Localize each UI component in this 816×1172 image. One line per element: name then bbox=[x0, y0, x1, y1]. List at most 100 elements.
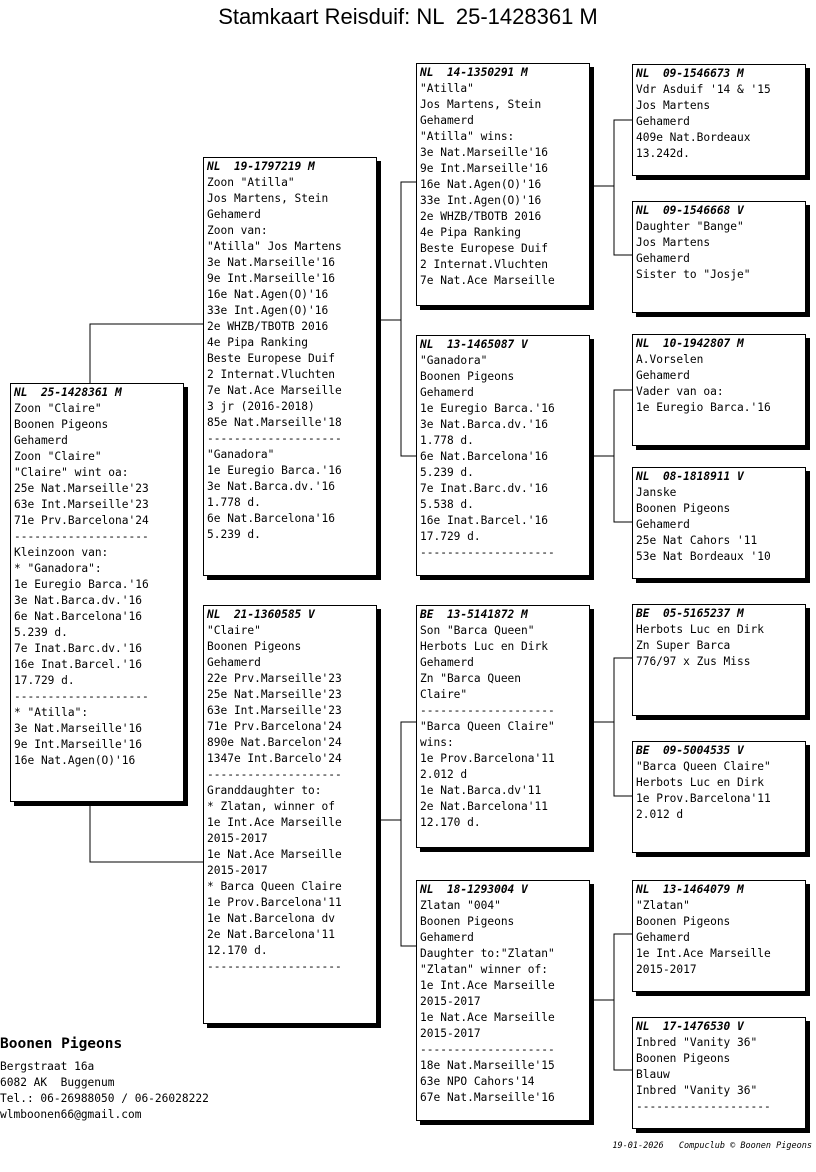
pedigree-card-mother-mother: NL 18-1293004 V Zlatan "004"Boonen Pigeo… bbox=[416, 880, 590, 1121]
card-line: 7e Inat.Barc.dv.'16 bbox=[14, 642, 142, 655]
card-line: 1e Nat.Ace Marseille bbox=[420, 1011, 555, 1024]
card-line: 3 jr (2016-2018) bbox=[207, 400, 315, 413]
card-line: Vdr Asduif '14 & '15 bbox=[636, 83, 771, 96]
card-line: Jos Martens, Stein bbox=[207, 192, 329, 205]
card-line: 12.170 d. bbox=[420, 816, 481, 829]
card-line: -------------------- bbox=[636, 1100, 771, 1113]
ring-number: NL 13-1464079 M bbox=[636, 883, 744, 896]
card-line: Zlatan "004" bbox=[420, 899, 501, 912]
card-line: "Claire" wint oa: bbox=[14, 466, 129, 479]
card-line: Herbots Luc en Dirk bbox=[636, 776, 764, 789]
card-line: Gehamerd bbox=[207, 656, 261, 669]
card-line: Gehamerd bbox=[420, 114, 474, 127]
card-line: 22e Prv.Marseille'23 bbox=[207, 672, 342, 685]
card-line: 6e Nat.Barcelona'16 bbox=[207, 512, 335, 525]
card-line: Granddaughter to: bbox=[207, 784, 322, 797]
card-line: 1e Int.Ace Marseille bbox=[207, 816, 342, 829]
card-line: Boonen Pigeons bbox=[14, 418, 109, 431]
card-line: 17.729 d. bbox=[420, 530, 481, 543]
card-line: 9e Int.Marseille'16 bbox=[207, 272, 335, 285]
card-line: 71e Prv.Barcelona'24 bbox=[207, 720, 342, 733]
card-line: 1e Int.Ace Marseille bbox=[636, 947, 771, 960]
card-line: 1.778 d. bbox=[207, 496, 261, 509]
card-line: 2e WHZB/TBOTB 2016 bbox=[207, 320, 329, 333]
card-line: Beste Europese Duif bbox=[420, 242, 548, 255]
card-line: 5.239 d. bbox=[207, 528, 261, 541]
card-line: Son "Barca Queen" bbox=[420, 624, 535, 637]
card-line: 13.242d. bbox=[636, 147, 690, 160]
card-line: Boonen Pigeons bbox=[636, 915, 731, 928]
card-line: 6e Nat.Barcelona'16 bbox=[14, 610, 142, 623]
connector-subject-parents bbox=[89, 323, 204, 863]
card-line: 7e Inat.Barc.dv.'16 bbox=[420, 482, 548, 495]
ring-number: BE 13-5141872 M bbox=[420, 608, 528, 621]
card-line: "Ganadora" bbox=[207, 448, 275, 461]
ring-number: NL 21-1360585 V bbox=[207, 608, 315, 621]
card-line: 890e Nat.Barcelon'24 bbox=[207, 736, 342, 749]
card-line: 1.778 d. bbox=[420, 434, 474, 447]
ring-number: NL 09-1546668 V bbox=[636, 204, 744, 217]
card-line: 1e Prov.Barcelona'11 bbox=[636, 792, 771, 805]
card-line: 3e Nat.Marseille'16 bbox=[207, 256, 335, 269]
card-line: 25e Nat Cahors '11 bbox=[636, 534, 758, 547]
card-line: 16e Inat.Barcel.'16 bbox=[420, 514, 548, 527]
breeder-name: Boonen Pigeons bbox=[0, 1036, 123, 1052]
ring-number: BE 05-5165237 M bbox=[636, 607, 744, 620]
card-line: Gehamerd bbox=[636, 115, 690, 128]
card-line: 1e Prov.Barcelona'11 bbox=[420, 752, 555, 765]
page-title: Stamkaart Reisduif: NL 25-1428361 M bbox=[218, 4, 598, 29]
card-line: 53e Nat Bordeaux '10 bbox=[636, 550, 771, 563]
card-line: "Claire" bbox=[207, 624, 261, 637]
card-line: 5.239 d. bbox=[14, 626, 68, 639]
card-line: Beste Europese Duif bbox=[207, 352, 335, 365]
card-line: -------------------- bbox=[207, 960, 342, 973]
ring-number: NL 14-1350291 M bbox=[420, 66, 528, 79]
card-line: 2015-2017 bbox=[207, 832, 268, 845]
breeder-email: wlmboonen66@gmail.com bbox=[0, 1108, 142, 1121]
card-line: 9e Int.Marseille'16 bbox=[14, 738, 142, 751]
card-line: 16e Inat.Barcel.'16 bbox=[14, 658, 142, 671]
card-line: Gehamerd bbox=[14, 434, 68, 447]
card-line: Janske bbox=[636, 486, 677, 499]
card-line: Jos Martens, Stein bbox=[420, 98, 542, 111]
card-line: Inbred "Vanity 36" bbox=[636, 1036, 758, 1049]
card-line: 16e Nat.Agen(O)'16 bbox=[207, 288, 329, 301]
card-line: 2015-2017 bbox=[420, 1027, 481, 1040]
card-line: Jos Martens bbox=[636, 236, 711, 249]
card-line: Gehamerd bbox=[420, 656, 474, 669]
card-line: 3e Nat.Marseille'16 bbox=[420, 146, 548, 159]
card-line: 2e Nat.Barcelona'11 bbox=[207, 928, 335, 941]
card-line: 2 Internat.Vluchten bbox=[207, 368, 335, 381]
card-line: Gehamerd bbox=[636, 252, 690, 265]
pedigree-card-ffm: NL 09-1546668 V Daughter "Bange"Jos Mart… bbox=[632, 201, 806, 313]
ring-number: BE 09-5004535 V bbox=[636, 744, 744, 757]
card-line: "Atilla" bbox=[420, 82, 474, 95]
card-line: 7e Nat.Ace Marseille bbox=[207, 384, 342, 397]
card-line: "Zlatan" winner of: bbox=[420, 963, 548, 976]
pedigree-card-mother-father: BE 13-5141872 M Son "Barca Queen"Herbots… bbox=[416, 605, 590, 848]
card-line: 18e Nat.Marseille'15 bbox=[420, 1059, 555, 1072]
ring-number: NL 25-1428361 M bbox=[14, 386, 122, 399]
card-line: 4e Pipa Ranking bbox=[420, 226, 522, 239]
card-line: 33e Int.Agen(O)'16 bbox=[420, 194, 542, 207]
card-line: 1e Euregio Barca.'16 bbox=[207, 464, 342, 477]
card-line: * "Ganadora": bbox=[14, 562, 102, 575]
card-line: Zn Super Barca bbox=[636, 639, 731, 652]
ring-number: NL 08-1818911 V bbox=[636, 470, 744, 483]
card-line: Boonen Pigeons bbox=[420, 915, 515, 928]
card-line: 17.729 d. bbox=[14, 674, 75, 687]
card-line: 6e Nat.Barcelona'16 bbox=[420, 450, 548, 463]
card-line: 2.012 d bbox=[420, 768, 468, 781]
card-line: * "Atilla": bbox=[14, 706, 89, 719]
